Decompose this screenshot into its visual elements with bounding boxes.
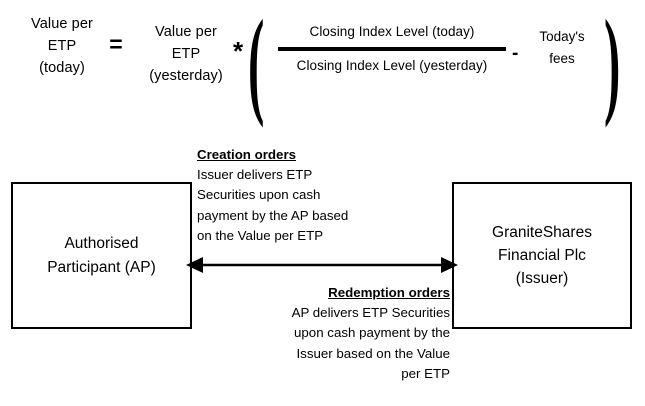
formula-right-term: Value per ETP (yesterday) xyxy=(149,24,223,85)
issuer-label: GraniteShares Financial Plc (Issuer) xyxy=(492,223,592,288)
authorised-participant-box: Authorised Participant (AP) xyxy=(11,182,192,329)
index-level-fraction: Closing Index Level (today) Closing Inde… xyxy=(272,22,512,77)
formula-left-term: Value per ETP (today) xyxy=(31,16,93,77)
redemption-orders-body: AP delivers ETP Securities upon cash pay… xyxy=(291,305,450,381)
redemption-orders-note: Redemption orders AP delivers ETP Securi… xyxy=(190,283,450,384)
open-parenthesis: ( xyxy=(248,0,265,129)
bidirectional-arrow xyxy=(186,252,458,278)
creation-orders-body: Issuer delivers ETP Securities upon cash… xyxy=(197,167,349,243)
close-parenthesis: ) xyxy=(604,0,621,129)
value-per-etp-formula: Value per ETP (today) = Value per ETP (y… xyxy=(0,0,645,129)
equals-sign: = xyxy=(109,31,123,57)
authorised-participant-label: Authorised Participant (AP) xyxy=(47,235,156,276)
creation-orders-note: Creation orders Issuer delivers ETP Secu… xyxy=(197,145,455,246)
creation-orders-title: Creation orders xyxy=(197,147,297,162)
multiply-sign: * xyxy=(232,36,244,66)
bidirectional-arrow-icon xyxy=(186,257,458,273)
issuer-box: GraniteShares Financial Plc (Issuer) xyxy=(452,182,632,329)
fraction-bar xyxy=(278,46,506,51)
fraction-numerator: Closing Index Level (today) xyxy=(309,24,475,39)
minus-sign: - xyxy=(512,43,519,64)
fraction-denominator: Closing Index Level (yesterday) xyxy=(296,57,488,73)
todays-fees-term: Today's fees xyxy=(539,29,585,66)
redemption-orders-title: Redemption orders xyxy=(328,285,450,300)
